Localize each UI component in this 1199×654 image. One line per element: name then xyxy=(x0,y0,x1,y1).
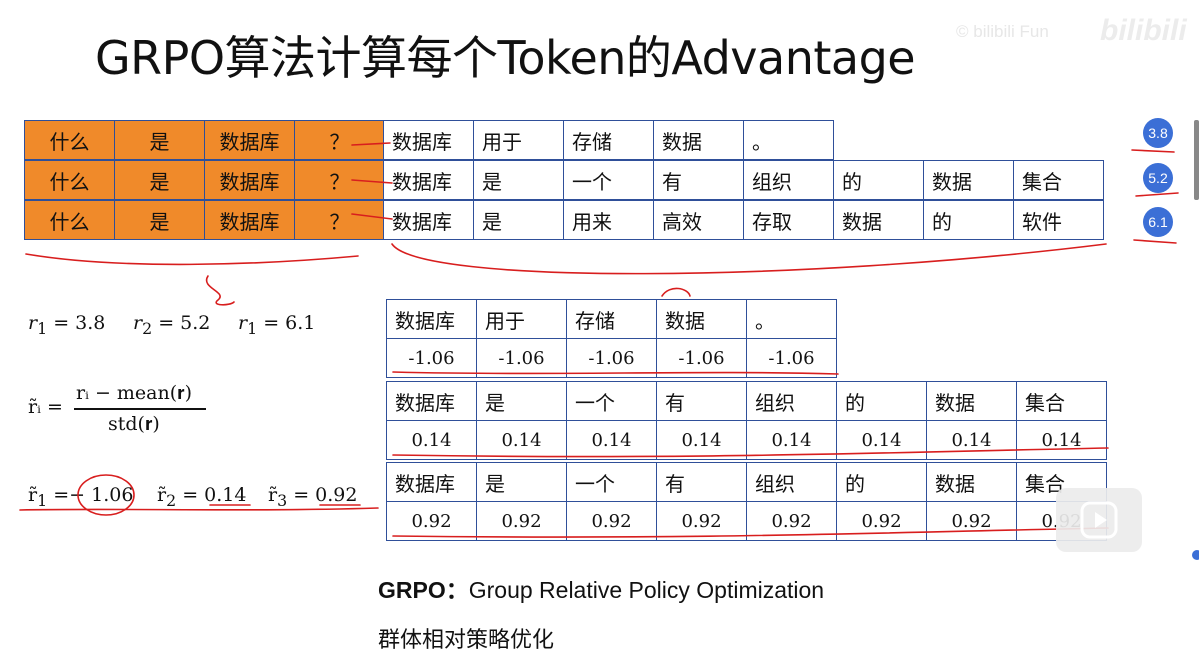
answer-token-cell: 用于 xyxy=(473,120,564,160)
reward-badge: 6.1 xyxy=(1143,207,1173,237)
adv-value-cell: 0.92 xyxy=(926,501,1017,541)
adv-value-cell: 0.14 xyxy=(656,420,747,460)
answer-token-cell: 组织 xyxy=(743,160,834,200)
adv-value-cell: -1.06 xyxy=(386,338,477,378)
answer-token-cell: 是 xyxy=(473,200,564,240)
answer-token-cell: 一个 xyxy=(563,160,654,200)
formula-numerator: rᵢ − mean(𝐫) xyxy=(76,382,193,404)
adv-value-cell: 0.92 xyxy=(746,501,837,541)
answer-token-cell: 数据库 xyxy=(383,120,474,160)
adv-token-cell: 数据 xyxy=(656,299,747,339)
grpo-definition: GRPO：Group Relative Policy Optimization xyxy=(378,571,824,605)
adv-value-cell: 0.92 xyxy=(476,501,567,541)
adv-value-cell: 0.14 xyxy=(566,420,657,460)
answer-token-cell: 。 xyxy=(743,120,834,160)
adv-token-cell: 用于 xyxy=(476,299,567,339)
answer-token-cell: 数据 xyxy=(653,120,744,160)
prompt-token-cell: 什么 xyxy=(24,200,115,240)
watermark-text: © bilibili Fun xyxy=(956,22,1049,41)
prompt-token-cell: 什么 xyxy=(24,160,115,200)
adv-token-cell: 存储 xyxy=(566,299,657,339)
answer-token-cell: 存取 xyxy=(743,200,834,240)
answer-token-cell: 数据库 xyxy=(383,160,474,200)
answer-token-cell: 用来 xyxy=(563,200,654,240)
answer-token-cell: 是 xyxy=(473,160,564,200)
prompt-token-cell: ？ xyxy=(294,160,385,200)
adv-value-cell: -1.06 xyxy=(656,338,747,378)
adv-value-cell: 0.92 xyxy=(566,501,657,541)
adv-token-cell: 数据库 xyxy=(386,462,477,502)
prompt-token-cell: 是 xyxy=(114,200,205,240)
formula-lhs: r̃ᵢ = xyxy=(28,396,63,418)
prompt-token-cell: ？ xyxy=(294,200,385,240)
adv-token-cell: 数据库 xyxy=(386,381,477,421)
answer-token-cell: 集合 xyxy=(1013,160,1104,200)
prompt-token-cell: 数据库 xyxy=(204,120,295,160)
r1-value: 3.8 xyxy=(75,312,106,334)
grpo-chinese-name: 群体相对策略优化 xyxy=(378,628,555,653)
adv-token-cell: 数据 xyxy=(926,462,1017,502)
adv-token-cell: 数据库 xyxy=(386,299,477,339)
adv-value-cell: 0.14 xyxy=(926,420,1017,460)
answer-token-cell: 高效 xyxy=(653,200,744,240)
adv-value-cell: 0.92 xyxy=(386,501,477,541)
adv-value-cell: 0.14 xyxy=(476,420,567,460)
adv-value-cell: -1.06 xyxy=(566,338,657,378)
answer-token-cell: 的 xyxy=(833,160,924,200)
bilibili-logo: bilibili xyxy=(1100,14,1187,47)
scrollbar[interactable] xyxy=(1194,120,1199,200)
fraction-bar xyxy=(74,408,206,410)
adv-token-cell: 的 xyxy=(836,462,927,502)
prompt-token-cell: 是 xyxy=(114,160,205,200)
answer-token-cell: 数据 xyxy=(923,160,1014,200)
answer-token-cell: 数据库 xyxy=(383,200,474,240)
adv-token-cell: 集合 xyxy=(1016,381,1107,421)
answer-token-cell: 存储 xyxy=(563,120,654,160)
formula-denominator: std(𝐫) xyxy=(108,413,160,435)
video-play-button[interactable] xyxy=(1056,488,1142,552)
reward-badge: 3.8 xyxy=(1143,118,1173,148)
r2-value: 5.2 xyxy=(180,312,211,334)
adv-token-cell: 。 xyxy=(746,299,837,339)
adv-value-cell: 0.14 xyxy=(386,420,477,460)
adv-token-cell: 数据 xyxy=(926,381,1017,421)
progress-dot xyxy=(1192,550,1199,560)
reward-badge: 5.2 xyxy=(1143,163,1173,193)
adv-token-cell: 一个 xyxy=(566,381,657,421)
play-icon xyxy=(1080,501,1118,539)
prompt-token-cell: 什么 xyxy=(24,120,115,160)
adv-value-cell: 0.92 xyxy=(836,501,927,541)
slide-title: GRPO算法计算每个Token的Advantage xyxy=(95,31,916,85)
adv-value-cell: 0.14 xyxy=(746,420,837,460)
adv1-value: − 1.06 xyxy=(69,484,134,506)
prompt-token-cell: 数据库 xyxy=(204,160,295,200)
adv-value-cell: 0.14 xyxy=(836,420,927,460)
adv3-value: 0.92 xyxy=(315,484,358,506)
prompt-token-cell: 数据库 xyxy=(204,200,295,240)
adv-value-cell: -1.06 xyxy=(746,338,837,378)
adv-value-cell: 0.92 xyxy=(656,501,747,541)
answer-token-cell: 有 xyxy=(653,160,744,200)
answer-token-cell: 软件 xyxy=(1013,200,1104,240)
adv-token-cell: 一个 xyxy=(566,462,657,502)
r3-value: 6.1 xyxy=(285,312,316,334)
answer-token-cell: 数据 xyxy=(833,200,924,240)
adv-token-cell: 有 xyxy=(656,381,747,421)
adv-token-cell: 是 xyxy=(476,381,567,421)
adv-token-cell: 的 xyxy=(836,381,927,421)
prompt-token-cell: 是 xyxy=(114,120,205,160)
adv-token-cell: 是 xyxy=(476,462,567,502)
answer-token-cell: 的 xyxy=(923,200,1014,240)
adv-token-cell: 组织 xyxy=(746,462,837,502)
grpo-label: GRPO： xyxy=(378,577,469,603)
prompt-token-cell: ？ xyxy=(294,120,385,160)
adv-token-cell: 组织 xyxy=(746,381,837,421)
adv-token-cell: 有 xyxy=(656,462,747,502)
grpo-full-name: Group Relative Policy Optimization xyxy=(468,577,825,603)
adv2-value: 0.14 xyxy=(204,484,247,506)
adv-value-cell: -1.06 xyxy=(476,338,567,378)
adv-value-cell: 0.14 xyxy=(1016,420,1107,460)
